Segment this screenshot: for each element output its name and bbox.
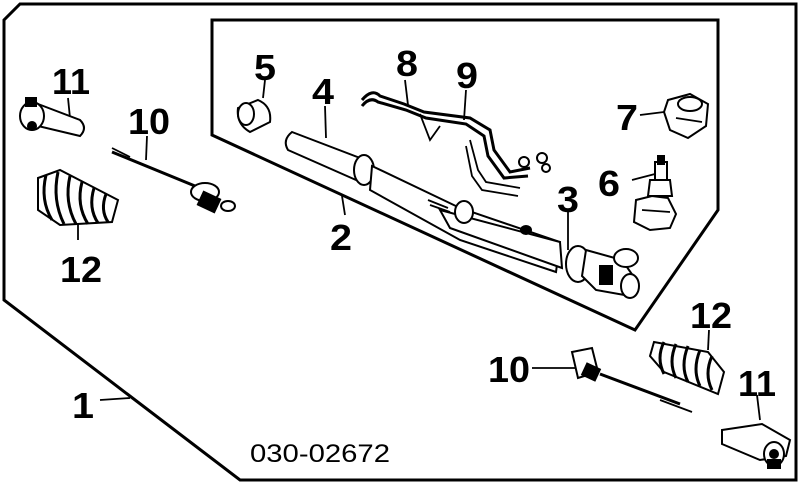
inner-tie-rod-left — [111, 147, 236, 214]
callout-12-left: 12 — [60, 249, 102, 290]
callout-labels: 1 2 3 4 5 6 7 8 9 10 10 11 11 12 12 — [52, 43, 776, 426]
callout-4: 4 — [312, 71, 334, 112]
bellows-boot-right — [648, 340, 726, 396]
callout-6: 6 — [598, 163, 620, 204]
callout-12-right: 12 — [690, 295, 732, 336]
tie-rod-end-left — [19, 97, 85, 138]
fitting — [632, 155, 678, 232]
rack-bushing — [236, 98, 272, 134]
inner-tie-rod-right — [570, 346, 693, 413]
hydraulic-lines — [360, 91, 551, 197]
outer-assembly-frame — [2, 2, 798, 482]
callout-1: 1 — [72, 385, 94, 426]
leader-lines — [67, 79, 761, 421]
cap — [662, 92, 710, 140]
callout-7: 7 — [616, 97, 638, 138]
callout-2: 2 — [330, 217, 352, 258]
callout-8: 8 — [396, 43, 418, 84]
callout-5: 5 — [254, 47, 276, 88]
part-code: 030-02672 — [250, 440, 390, 468]
callout-10-left: 10 — [128, 101, 170, 142]
callout-3: 3 — [557, 179, 579, 220]
callout-10-right: 10 — [488, 349, 530, 390]
callout-9: 9 — [456, 55, 478, 96]
rack-and-housing — [284, 130, 564, 274]
callout-11-left: 11 — [52, 61, 90, 102]
valve-body — [565, 245, 640, 299]
callout-11-right: 11 — [738, 363, 776, 404]
tie-rod-end-right — [721, 422, 792, 469]
inner-rack-frame — [210, 18, 720, 332]
bellows-boot-left — [37, 168, 120, 227]
